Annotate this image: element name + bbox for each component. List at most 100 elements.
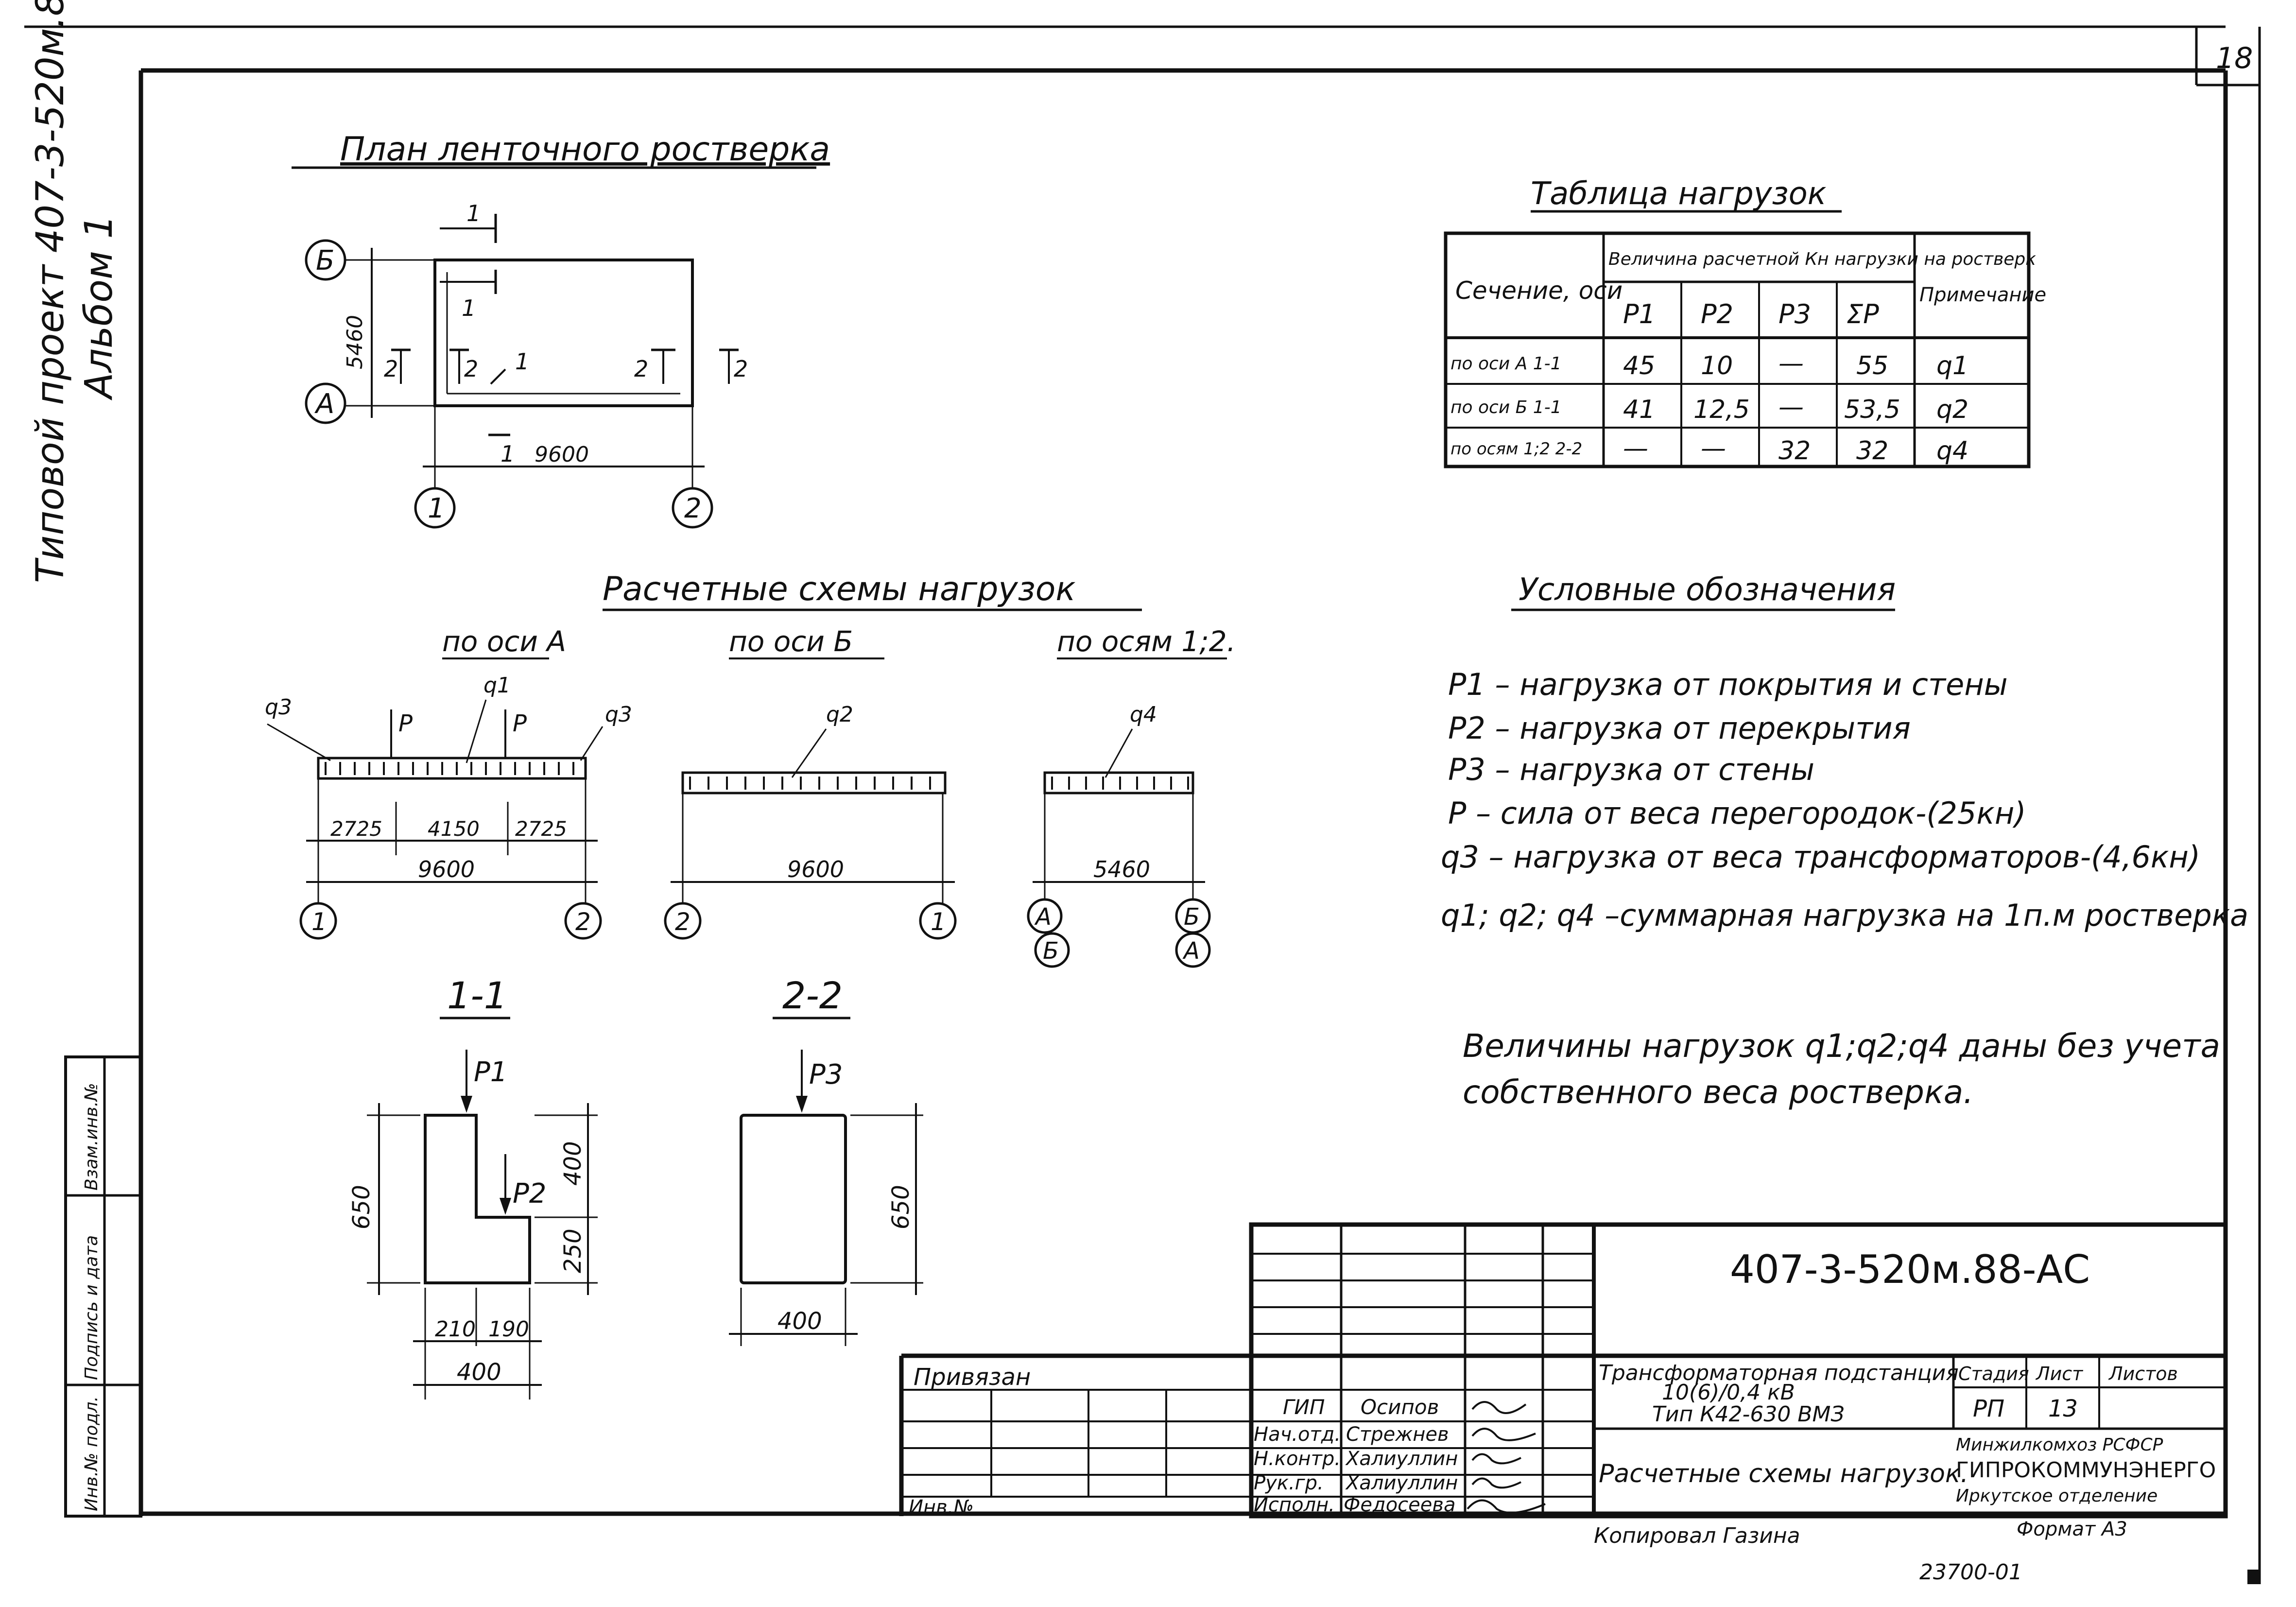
name-5: Федосеева [1344, 1494, 1455, 1516]
section-11-h-bottom: 250 [559, 1228, 587, 1273]
section-22-w-total: 400 [777, 1308, 822, 1335]
stamp-sign-date: Подпись и дата [82, 1235, 102, 1380]
load-table: Таблица нагрузок Сечение, оси Величина р… [1444, 176, 2046, 468]
scheme-a-total: 9600 [418, 856, 475, 882]
scheme-12-load-ticks [1051, 777, 1189, 790]
table-row1-p2: 10 [1701, 351, 1733, 380]
table-row2-p3: — [1778, 393, 1804, 422]
plan-sec-2-c: 2 [634, 356, 648, 382]
table-row3-p3: 32 [1778, 436, 1811, 466]
legend-item-5: q3 – нагрузка от веса трансформаторов-(4… [1441, 839, 2200, 875]
sheets-head: Листов [2108, 1363, 2178, 1384]
scheme-b-load-ticks [689, 777, 931, 790]
scheme-a-load-ticks [325, 762, 574, 775]
section-22-title: 2-2 [782, 974, 843, 1017]
section-11-w-total: 400 [457, 1359, 501, 1386]
section-2-2: 2-2 P3 650 400 [729, 974, 923, 1346]
section-11-p1: P1 [474, 1056, 507, 1088]
table-title: Таблица нагрузок [1531, 176, 1827, 212]
plan-title: План ленточного ростверка [340, 130, 830, 169]
scheme-a-dim-3: 2725 [515, 817, 567, 841]
scheme-12-end-right-top: Б [1184, 903, 1200, 931]
privyazan-label: Привязан [914, 1364, 1031, 1391]
side-text: Типовой проект 407-3-520м.88 Альбом 1 [29, 0, 121, 583]
plan-axis-2: 2 [684, 493, 702, 524]
legend-item-4: P – сила от веса перегородок-(25кн) [1448, 795, 2026, 831]
scheme-12-q: q4 [1130, 702, 1157, 727]
section-11-p2: P2 [513, 1178, 546, 1210]
scheme-b-label: по оси Б [729, 625, 853, 658]
table-row1-sum: 55 [1856, 351, 1888, 380]
scheme-a-beam [317, 757, 587, 780]
object-line-1: Трансформаторная подстанция [1599, 1361, 1959, 1385]
stamp-replace-inv: Взам.инв.№ [82, 1083, 102, 1191]
org-line-3: Иркутское отделение [1956, 1486, 2158, 1506]
scheme-a-label: по оси А [442, 625, 566, 658]
role-2: Нач.отд. [1254, 1423, 1341, 1446]
stage-head: Стадия [1958, 1363, 2029, 1384]
left-stamp: Взам.инв.№ Подпись и дата Инв.№ подл. [64, 1055, 142, 1518]
side-project-text: Типовой проект 407-3-520м.88 [29, 0, 72, 583]
plan-sec-2-b: 2 [464, 356, 478, 382]
name-4: Халиуллин [1345, 1472, 1458, 1494]
table-row2-p1: 41 [1623, 395, 1655, 424]
legend-title: Условные обозначения [1519, 572, 1896, 608]
table-row3-p1: — [1623, 434, 1648, 463]
section-11-h-top: 400 [559, 1141, 587, 1186]
format-label: Формат А3 [2017, 1518, 2127, 1540]
inv-no-label: Инв.№ [909, 1496, 974, 1519]
sheet-number: 18 [2216, 41, 2253, 75]
table-row3-section: по осям 1;2 2-2 [1450, 439, 1582, 459]
legend-item-2: P2 – нагрузка от перекрытия [1448, 710, 1911, 746]
name-1: Осипов [1361, 1395, 1439, 1419]
table-row3-sum: 32 [1856, 436, 1888, 466]
legend: Условные обозначения P1 – нагрузка от по… [1441, 572, 2248, 933]
scheme-a-p-right: P [513, 710, 527, 737]
plan-dim-height: 5460 [343, 315, 367, 369]
table-col-p2: P2 [1701, 299, 1733, 329]
table-row2-p2: 12,5 [1693, 395, 1750, 424]
scheme-b-end-left: 2 [675, 908, 691, 936]
section-11-w-left: 210 [435, 1317, 476, 1342]
plan-axis-a: А [314, 388, 334, 420]
section-11-outline [424, 1114, 531, 1284]
table-head-note: Примечание [1919, 284, 2046, 306]
sheet-head: Лист [2035, 1363, 2084, 1384]
plan-outline [433, 259, 694, 407]
section-22-h-total: 650 [887, 1185, 915, 1229]
scheme-12-label: по осям 1;2. [1057, 625, 1236, 658]
section-11-h-total: 650 [348, 1185, 375, 1229]
name-2: Стрежнев [1346, 1423, 1449, 1446]
scheme-a-p-left: P [398, 710, 413, 737]
schemes-title: Расчетные схемы нагрузок [603, 570, 1075, 608]
section-1-1: 1-1 P1 P2 650 400 250 210 190 400 [348, 974, 598, 1400]
section-11-title: 1-1 [447, 974, 507, 1017]
table-row2-sum: 53,5 [1844, 395, 1900, 424]
section-22-p3: P3 [809, 1059, 843, 1090]
copied-by: Копировал Газина [1594, 1523, 1800, 1548]
scheme-a-end-left: 1 [311, 908, 327, 936]
legend-item-1: P1 – нагрузка от покрытия и стены [1448, 667, 2008, 702]
role-5: Исполн. [1254, 1494, 1335, 1516]
title-block: 407-3-520м.88-АС Привязан Инв.№ ГИП Нач.… [899, 1222, 2228, 1585]
table-row1-note: q1 [1936, 351, 1968, 380]
plan-sec-2-a: 2 [384, 356, 398, 382]
sheet-value: 13 [2048, 1395, 2078, 1422]
object-line-3: Тип К42-630 ВМЗ [1652, 1402, 1845, 1427]
scheme-12-end-right-bottom: А [1182, 937, 1200, 965]
scheme-a-q-right: q3 [605, 702, 632, 727]
legend-item-6: q1; q2; q4 –суммарная нагрузка на 1п.м р… [1441, 898, 2248, 933]
plan-axis-1: 1 [428, 493, 445, 524]
scheme-12-end-left-top: А [1034, 903, 1052, 931]
scheme-12-beam [1043, 771, 1194, 795]
section-11-w-right: 190 [488, 1317, 529, 1342]
role-4: Рук.гр. [1254, 1472, 1324, 1494]
sheet-title: Расчетные схемы нагрузок. [1599, 1459, 1968, 1488]
role-1: ГИП [1283, 1395, 1325, 1419]
table-head-section: Сечение, оси [1455, 276, 1623, 305]
plan-sec-1-mid: 1 [515, 348, 529, 375]
table-row1-p1: 45 [1623, 351, 1655, 380]
table-row2-section: по оси Б 1-1 [1450, 397, 1562, 417]
scheme-a-dim-1: 2725 [330, 817, 382, 841]
